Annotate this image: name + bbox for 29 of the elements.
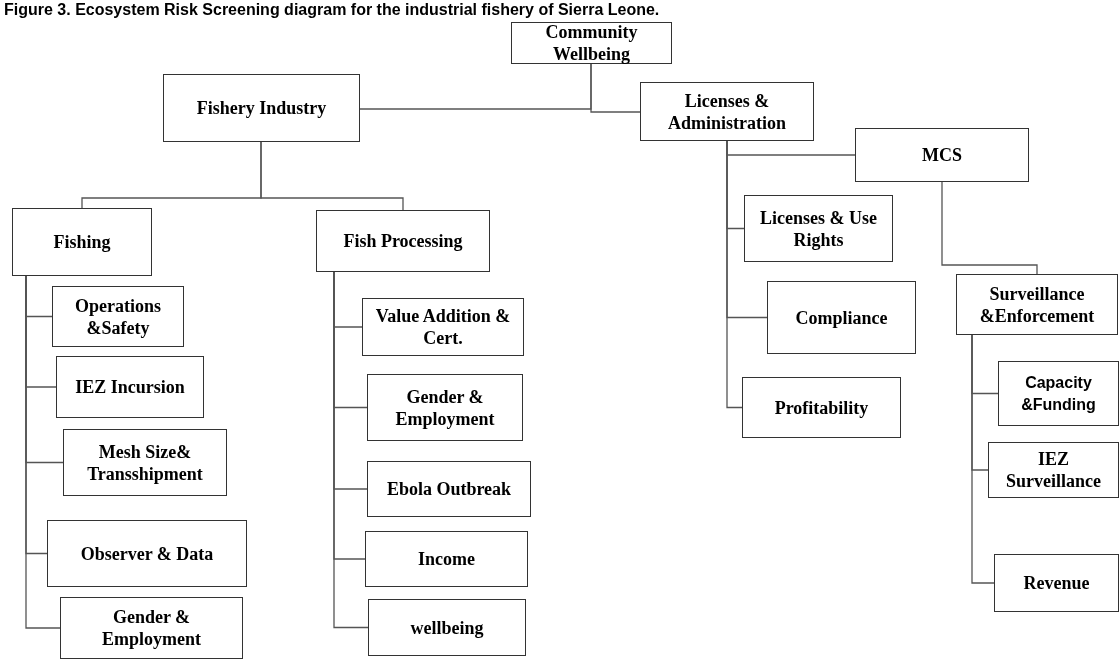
category-box: Operations &Safety: [52, 286, 184, 347]
connector-line: [726, 140, 743, 409]
category-box: Fishery Industry: [163, 74, 360, 142]
category-box: Licenses & Administration: [640, 82, 814, 141]
category-box: Observer & Data: [47, 520, 247, 587]
category-box: Income: [365, 531, 528, 587]
category-box: Community Wellbeing: [511, 22, 672, 64]
category-box: Ebola Outbreak: [367, 461, 531, 517]
category-box: Surveillance &Enforcement: [956, 274, 1118, 335]
category-box: Fish Processing: [316, 210, 490, 272]
category-box: MCS: [855, 128, 1029, 182]
connector-line: [971, 334, 995, 584]
category-box: Revenue: [994, 554, 1119, 612]
category-box: Fishing: [12, 208, 152, 276]
category-box: IEZ Incursion: [56, 356, 204, 418]
category-box: Profitability: [742, 377, 901, 438]
diagram-title: Figure 3. Ecosystem Risk Screening diagram for the industrial fishery of Sierra Leone.: [4, 0, 660, 20]
connector-line: [941, 181, 1038, 275]
category-box: Licenses & Use Rights: [744, 195, 893, 262]
category-box: Mesh Size& Transshipment: [63, 429, 227, 496]
category-box: Compliance: [767, 281, 916, 354]
category-box: Capacity &Funding: [998, 361, 1119, 426]
category-box: Gender & Employment: [367, 374, 523, 441]
connector-line: [590, 63, 641, 113]
category-box: Value Addition & Cert.: [362, 298, 524, 356]
category-box: Gender & Employment: [60, 597, 243, 659]
category-box: IEZ Surveillance: [988, 442, 1119, 498]
connector-line: [260, 141, 404, 211]
category-box: wellbeing: [368, 599, 526, 656]
